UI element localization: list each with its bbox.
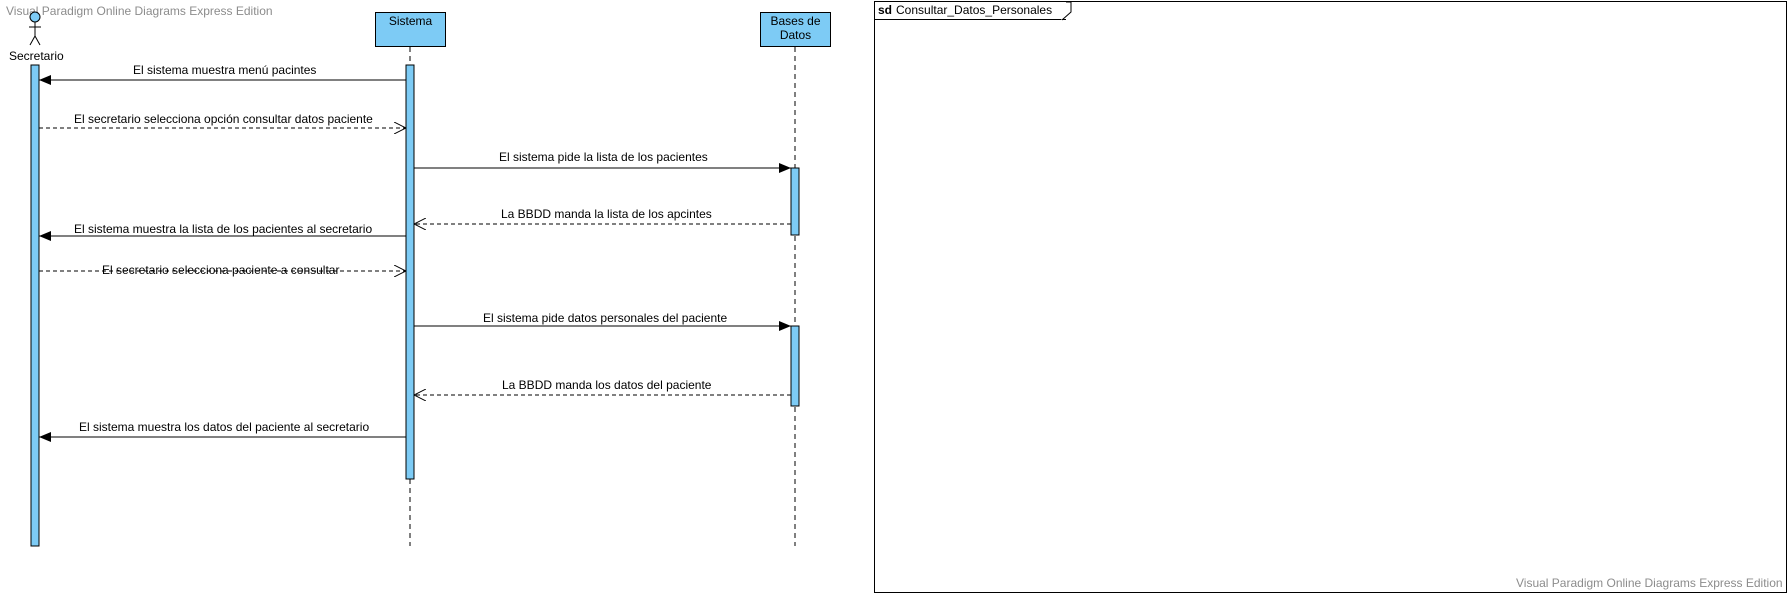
activation-secretario — [30, 64, 40, 547]
sd-name: Consultar_Datos_Personales — [896, 3, 1053, 17]
lifeline-bd-head[interactable]: Bases de Datos — [760, 12, 831, 47]
lifeline-sistema-label: Sistema — [388, 14, 433, 28]
activation-bd-2 — [790, 325, 800, 407]
message-label-4: La BBDD manda la lista de los apcintes — [501, 207, 712, 221]
message-label-2: El secretario selecciona opción consulta… — [74, 112, 373, 126]
actor-secretario-icon — [29, 11, 41, 46]
message-label-6: El secretario selecciona paciente a cons… — [102, 263, 340, 277]
sd-keyword: sd — [878, 3, 893, 17]
message-label-3: El sistema pide la lista de los paciente… — [499, 150, 708, 164]
lifeline-bd-label-line1: Bases de — [770, 14, 821, 28]
watermark-bottom: Visual Paradigm Online Diagrams Express … — [1516, 576, 1783, 590]
message-label-9: El sistema muestra los datos del pacient… — [79, 420, 370, 434]
message-label-5: El sistema muestra la lista de los pacie… — [74, 222, 373, 236]
message-label-7: El sistema pide datos personales del pac… — [483, 311, 728, 325]
lifeline-bd-label-line2: Datos — [779, 28, 812, 42]
activation-bd-1 — [790, 167, 800, 236]
sd-frame-tab-corner — [1061, 1, 1072, 21]
message-label-8: La BBDD manda los datos del paciente — [502, 378, 712, 392]
lifeline-sistema-head[interactable]: Sistema — [375, 12, 446, 47]
activation-sistema — [405, 64, 415, 480]
message-label-1: El sistema muestra menú pacintes — [133, 63, 317, 77]
lifeline-secretario-label: Secretario — [9, 49, 64, 63]
watermark-top: Visual Paradigm Online Diagrams Express … — [6, 4, 273, 18]
